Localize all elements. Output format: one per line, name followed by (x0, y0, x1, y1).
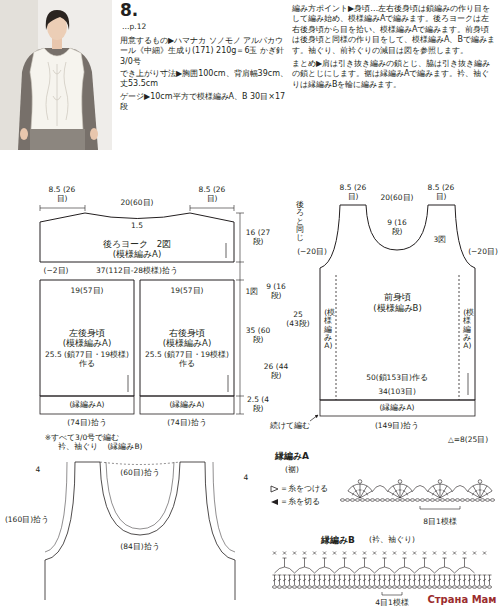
dimension-label: 25.5 (鎖77目・19模様)作る (144, 351, 230, 368)
right-back-piece: 右後身頃(模様編みA) (140, 280, 234, 396)
instructions-note: 編み方ポイント▶身頃…左右後身頃は鎖編みの作り目をして編み始め、模様編みAで編み… (292, 4, 497, 56)
chart-title: 縁編みA (275, 451, 309, 461)
dimension-label: 37(112目-28模様)拾う (96, 267, 178, 276)
stitch-pattern: (模様編みA) (113, 249, 161, 259)
dimension-label: (160目)拾う (5, 516, 49, 525)
dimension-label: 8.5 (26目) (46, 186, 78, 203)
dimension-label: (60目)拾う (120, 469, 159, 478)
dimension-label: (縁編みB) (108, 443, 143, 452)
dimension-label: (模様編みA) (324, 309, 332, 350)
instructions-note: まとめ▶肩は引き抜き編みの鎖とじ、脇は引き抜き編みの鎖とじにします。裾は縁編みA… (292, 59, 497, 90)
dimension-label: (74目)拾う (67, 419, 106, 428)
dimension-label: 26 (44段) (262, 363, 290, 380)
dimension-label: 35 (60段) (244, 327, 272, 344)
pattern-outlines (40, 205, 475, 600)
dimension-label: ※すべて3/0号で編む (45, 434, 119, 443)
dimension-label: (149目)拾う (375, 422, 419, 431)
dimension-label: (−20目) (297, 248, 327, 257)
dimension-label: 8.5 (26目) (425, 184, 457, 201)
legend-sample (270, 498, 279, 506)
pattern-number: 8. (120, 1, 138, 21)
stitch-pattern: (模様編みB) (373, 303, 421, 313)
dimension-label: 8目1模様 (423, 518, 457, 527)
dimension-label: 25.5 (鎖77目・19模様)作る (44, 351, 130, 368)
stitch-chart-strokes (272, 480, 494, 589)
dimension-label: (縁編みA) (380, 404, 415, 413)
dimension-label: 8.5 (26目) (337, 184, 369, 201)
dimension-label: 19(57目) (171, 287, 204, 296)
front-piece: 前身頃(模様編みB) (320, 205, 475, 400)
legend-item: ＝糸を切る (270, 497, 320, 506)
piece-name: 右後身頃 (169, 328, 205, 338)
dimension-label: (衿、袖ぐり) (369, 536, 415, 545)
piece-name: 左後身頃 (69, 328, 105, 338)
dimension-label: (縁編みA) (70, 401, 105, 410)
watermark: Страна Мам (427, 594, 496, 606)
stitch-pattern: (模様編みA) (63, 338, 111, 348)
dimension-label: (84目)拾う (120, 543, 159, 552)
dimension-label: 16 (27段) (244, 229, 272, 246)
dimension-label: 後ろと同じ (296, 201, 304, 242)
dimension-label: (74目)拾う (167, 419, 206, 428)
dimension-label: 1図 (246, 288, 259, 297)
page-ref: …p.12 (122, 22, 146, 32)
dimension-label: (−2目) (44, 267, 69, 276)
dimension-label: 25 (43段) (286, 311, 310, 328)
legend-text: ＝糸をつける (280, 484, 328, 493)
dimension-label: 3図 (434, 236, 447, 245)
materials-note: でき上がり寸法▶胸囲100cm、背肩幅39cm、丈53.5cm (120, 69, 288, 90)
dimension-label: (裾) (285, 466, 299, 475)
dimension-label: 34(103目) (378, 388, 416, 397)
dimension-label: 4目1模様 (375, 599, 409, 608)
legend-text: ＝糸を切る (280, 497, 320, 506)
dimension-label: 1.5 (131, 222, 143, 231)
left-back-piece: 左後身頃(模様編みA) (40, 280, 134, 396)
dimension-label: (縁編みA) (170, 401, 205, 410)
dimension-label: 9 (16段) (383, 219, 411, 236)
dimension-label: 50(鎖153目)作る (366, 374, 428, 383)
legend-sample (270, 485, 279, 493)
dimension-label: (−20目) (468, 248, 498, 257)
legend-item: ＝糸をつける (270, 484, 328, 493)
back-yoke-piece: 後ろヨーク 2図(模様編みA) (40, 212, 234, 262)
dimension-label: 続けて編む (270, 422, 310, 431)
dimension-label: 20(60目) (121, 199, 154, 208)
dimension-label: 20(60目) (381, 194, 414, 203)
dimension-label: 4 (244, 474, 249, 483)
piece-name: 前身頃 (384, 292, 411, 302)
dimension-label: 19(57目) (71, 287, 104, 296)
dimension-label: 4 (36, 466, 41, 475)
dimension-label: 9 (16段) (263, 283, 289, 300)
chart-title: 縁編みB (321, 535, 355, 545)
dimension-label: 8.5 (26目) (196, 186, 228, 203)
dimension-label: 2.5 (4段) (245, 396, 271, 413)
dimension-label: 衿、袖ぐり (58, 443, 98, 452)
model-photo (0, 0, 112, 150)
dimension-label: △=8(25目) (448, 436, 488, 445)
piece-name: 後ろヨーク 2図 (103, 239, 171, 249)
stitch-pattern: (模様編みA) (163, 338, 211, 348)
dimension-label: (模様編みA) (463, 309, 471, 350)
materials-note: 用意するもの▶ハマナカ ソノモノ アルパカウール《中細》生成り(171) 210… (120, 36, 288, 67)
materials-note: ゲージ▶10cm平方で模様編みA、B 30目×17段 (120, 92, 288, 113)
